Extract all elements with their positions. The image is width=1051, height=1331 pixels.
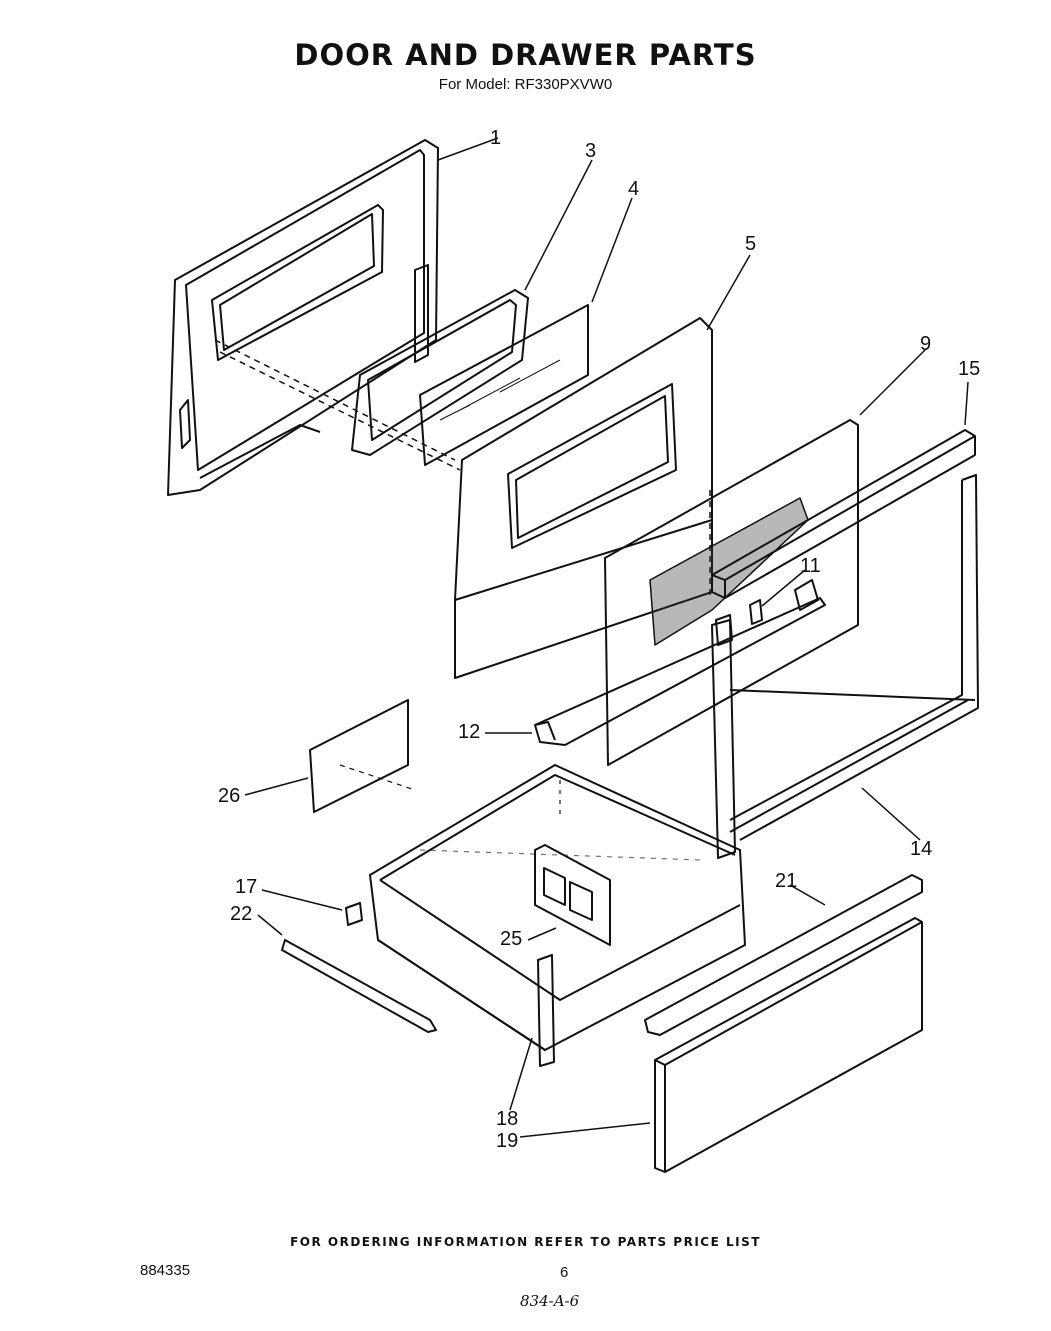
callout-19: 19 bbox=[496, 1130, 518, 1152]
callout-1: 1 bbox=[490, 127, 501, 149]
part-18-slide bbox=[537, 954, 555, 1067]
callout-25: 25 bbox=[500, 928, 522, 950]
model-subtitle: For Model: RF330PXVW0 bbox=[438, 76, 613, 93]
drawer-body bbox=[369, 764, 746, 1051]
document-number: 884335 bbox=[140, 1262, 191, 1279]
callout-17: 17 bbox=[235, 876, 257, 898]
part-15-trim-bar bbox=[711, 429, 976, 599]
part-9-liner-panel bbox=[604, 419, 859, 766]
callout-4: 4 bbox=[628, 178, 639, 200]
callout-21: 21 bbox=[775, 870, 797, 892]
callout-3: 3 bbox=[585, 140, 596, 162]
page-title: DOOR AND DRAWER PARTS bbox=[294, 38, 757, 72]
callout-18: 18 bbox=[496, 1108, 518, 1130]
callout-11: 11 bbox=[800, 555, 821, 577]
part-12-rail bbox=[534, 597, 826, 746]
part-17-clip bbox=[345, 902, 363, 926]
page-number: 6 bbox=[560, 1264, 569, 1281]
leader-lines bbox=[244, 137, 969, 1138]
part-19-drawer-front bbox=[654, 917, 923, 1173]
part-4-glass bbox=[419, 304, 589, 466]
ordering-note: FOR ORDERING INFORMATION REFER TO PARTS … bbox=[290, 1235, 761, 1249]
part-14-frame bbox=[711, 474, 979, 859]
part-21-rail bbox=[644, 874, 923, 1036]
callout-14: 14 bbox=[910, 838, 932, 860]
handwritten-note: 834-A-6 bbox=[520, 1292, 580, 1310]
callout-26: 26 bbox=[218, 785, 240, 807]
callout-15: 15 bbox=[958, 358, 980, 380]
callout-9: 9 bbox=[920, 333, 931, 355]
part-22-rod bbox=[281, 939, 437, 1033]
part-3-gasket bbox=[351, 289, 529, 456]
part-25-bracket bbox=[534, 844, 611, 946]
callout-5: 5 bbox=[745, 233, 756, 255]
part-11-clip bbox=[715, 579, 819, 646]
part-1-outer-door bbox=[167, 139, 439, 496]
part-26-panel bbox=[309, 699, 416, 813]
callout-22: 22 bbox=[230, 903, 252, 925]
callout-12: 12 bbox=[458, 721, 480, 743]
